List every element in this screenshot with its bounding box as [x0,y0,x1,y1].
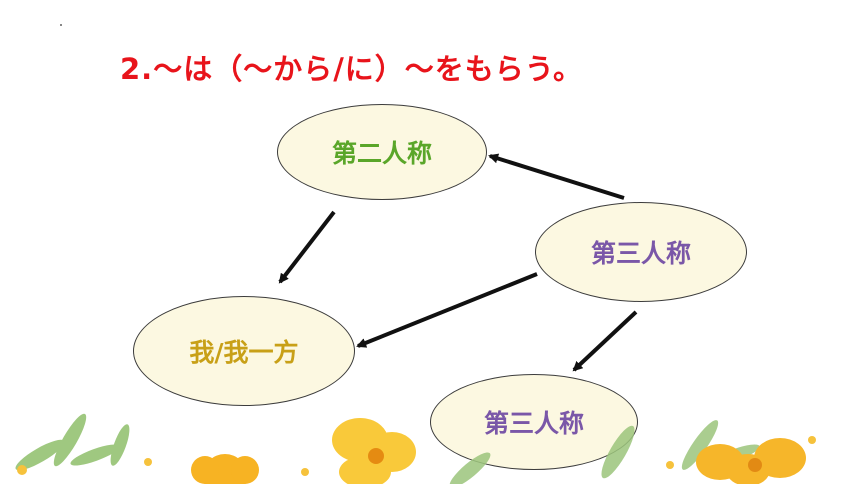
arrow-third-to-third [572,310,638,372]
node-label: 第三人称 [483,409,584,438]
node-label: 第二人称 [331,139,432,168]
node-second-person: 第二人称 [277,104,487,200]
leaf-left [15,413,130,471]
node-first-person: 我/我一方 [133,296,355,406]
arrow-third-to-first [356,272,538,348]
flower-1 [191,454,259,484]
flower-2 [332,418,416,484]
slide-title: 2.～は（～から/に）～をもらう。 [120,52,584,86]
flower-3 [696,438,806,484]
decorative-dot [60,24,62,26]
arrow-second-to-first [278,210,336,284]
arrow-third-to-second [488,153,625,200]
node-third-person-b: 第三人称 [430,374,638,470]
small-flowers [17,436,816,476]
node-label: 我/我一方 [189,338,299,367]
node-third-person-a: 第三人称 [535,202,747,302]
node-label: 第三人称 [590,239,691,268]
